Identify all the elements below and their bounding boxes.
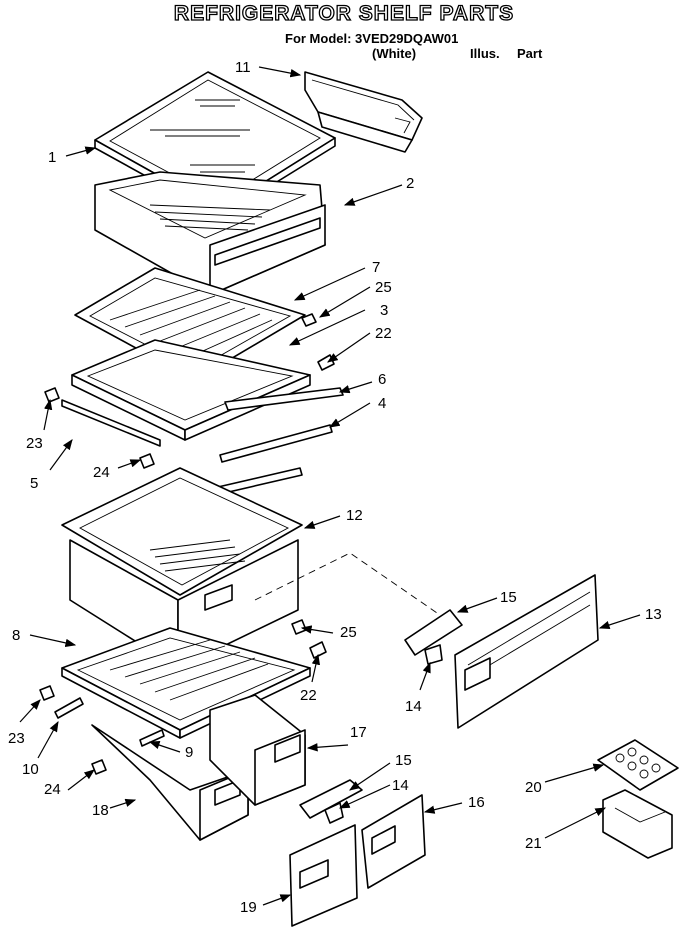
part-crisper-cover <box>454 574 599 729</box>
part-fastener-22-top <box>317 354 335 371</box>
part-drawer-front-16 <box>361 794 426 889</box>
callout-20: 20 <box>525 779 542 796</box>
callout-11: 11 <box>235 59 251 76</box>
part-handle-lower <box>299 779 363 819</box>
part-door-bin <box>304 71 423 153</box>
callout-23-top: 23 <box>26 435 43 452</box>
part-drawer-front-19 <box>289 824 358 927</box>
part-shelf-insert <box>74 267 306 381</box>
part-shelf-frame <box>61 339 311 447</box>
callout-2: 2 <box>406 175 414 192</box>
leader-lines <box>19 66 641 906</box>
part-rail-10 <box>54 697 84 719</box>
part-handle-upper <box>404 609 463 656</box>
part-column-heading: Part <box>517 46 543 61</box>
callout-6: 6 <box>378 371 386 388</box>
callout-24-top: 24 <box>93 464 110 481</box>
callout-7: 7 <box>372 259 380 276</box>
part-fastener-24-lower <box>91 759 107 775</box>
callout-23-lower: 23 <box>8 730 25 747</box>
callout-3: 3 <box>380 302 388 319</box>
part-clip-upper <box>424 644 443 665</box>
diagram-title: REFRIGERATOR SHELF PARTS <box>173 1 515 25</box>
callout-25-lower: 25 <box>340 624 357 641</box>
part-egg-tray <box>597 739 679 791</box>
callout-21: 21 <box>525 835 542 852</box>
part-fastener-23-lower <box>39 685 55 701</box>
callout-17: 17 <box>350 724 367 741</box>
model-color: (White) <box>372 46 417 61</box>
callout-16: 16 <box>468 794 485 811</box>
part-rail-4 <box>219 424 333 463</box>
callout-10: 10 <box>22 761 39 778</box>
part-drawer-left <box>91 724 249 841</box>
callout-15-lower: 15 <box>395 752 412 769</box>
part-fastener-25-top <box>301 313 317 327</box>
callout-5: 5 <box>30 475 38 492</box>
illus-column-heading: Illus. <box>470 46 500 61</box>
part-fastener-23-top <box>44 387 60 403</box>
model-number: For Model: 3VED29DQAW01 <box>285 31 459 46</box>
part-egg-bin <box>602 789 673 859</box>
callout-22-lower: 22 <box>300 687 317 704</box>
part-clip-lower <box>324 802 344 824</box>
callout-1: 1 <box>48 149 56 166</box>
callout-19: 19 <box>240 899 257 916</box>
callout-14-upper: 14 <box>405 698 422 715</box>
callout-labels: 11 1 2 7 25 3 22 6 4 23 5 24 12 15 13 8 … <box>8 59 662 916</box>
callout-18: 18 <box>92 802 109 819</box>
part-drawer-right <box>209 694 306 806</box>
part-rail-6 <box>224 387 344 411</box>
callout-8: 8 <box>12 627 20 644</box>
part-rail-9 <box>139 729 165 747</box>
part-fastener-25-lower <box>291 619 307 635</box>
callout-12: 12 <box>346 507 363 524</box>
part-meat-drawer <box>94 171 326 296</box>
callout-14-lower: 14 <box>392 777 409 794</box>
callout-4: 4 <box>378 395 386 412</box>
callout-25-top: 25 <box>375 279 392 296</box>
callout-9: 9 <box>185 744 193 761</box>
part-crisper-bin <box>61 467 303 669</box>
callout-15-upper: 15 <box>500 589 517 606</box>
part-fastener-24-top <box>139 453 155 469</box>
callout-22-top: 22 <box>375 325 392 342</box>
callout-24-lower: 24 <box>44 781 61 798</box>
callout-13: 13 <box>645 606 662 623</box>
